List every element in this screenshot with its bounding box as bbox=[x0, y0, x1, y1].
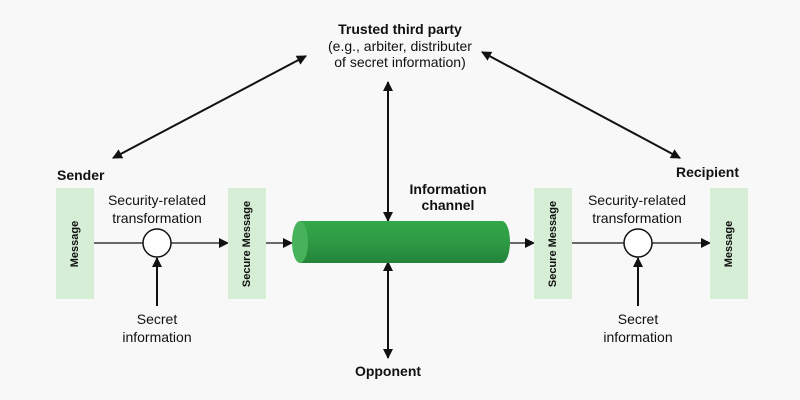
sender-secret-label-line1: Secret bbox=[136, 311, 178, 327]
channel-label-line1: Information bbox=[409, 181, 487, 197]
sender-trusted-arrow bbox=[112, 55, 307, 159]
recipient-message-box: Message bbox=[710, 188, 748, 299]
trusted-party-example-line2: of secret information) bbox=[334, 54, 466, 70]
sender-title: Sender bbox=[57, 167, 105, 183]
recipient-transform-label-line2: transformation bbox=[592, 210, 682, 226]
recipient-secret-label-line2: information bbox=[603, 329, 673, 345]
recipient-secure-message-box: Secure Message bbox=[534, 188, 572, 299]
sender-transform-label-line1: Security-related bbox=[107, 192, 207, 208]
opponent-title: Opponent bbox=[354, 363, 422, 379]
trusted-party-title: Trusted third party bbox=[338, 21, 462, 37]
sender-transform-label-line2: transformation bbox=[112, 210, 202, 226]
recipient-trusted-arrow bbox=[481, 51, 681, 159]
recipient-transform-node bbox=[623, 228, 653, 258]
trusted-party-example-line1: (e.g., arbiter, distributer bbox=[328, 38, 472, 54]
sender-secure-message-box: Secure Message bbox=[228, 188, 266, 299]
sender-secure-message-label: Secure Message bbox=[241, 200, 253, 287]
recipient-secure-message-label: Secure Message bbox=[547, 200, 559, 287]
information-channel-cylinder bbox=[292, 221, 510, 263]
sender-transform-node bbox=[142, 228, 172, 258]
sender-message-box: Message bbox=[56, 188, 94, 299]
recipient-transform-label-line1: Security-related bbox=[587, 192, 687, 208]
recipient-message-label: Message bbox=[723, 220, 735, 267]
sender-message-label: Message bbox=[69, 220, 81, 267]
recipient-title: Recipient bbox=[676, 164, 740, 180]
recipient-secret-label-line1: Secret bbox=[617, 311, 659, 327]
sender-secret-label-line2: information bbox=[122, 329, 192, 345]
channel-label-line2: channel bbox=[421, 197, 475, 213]
